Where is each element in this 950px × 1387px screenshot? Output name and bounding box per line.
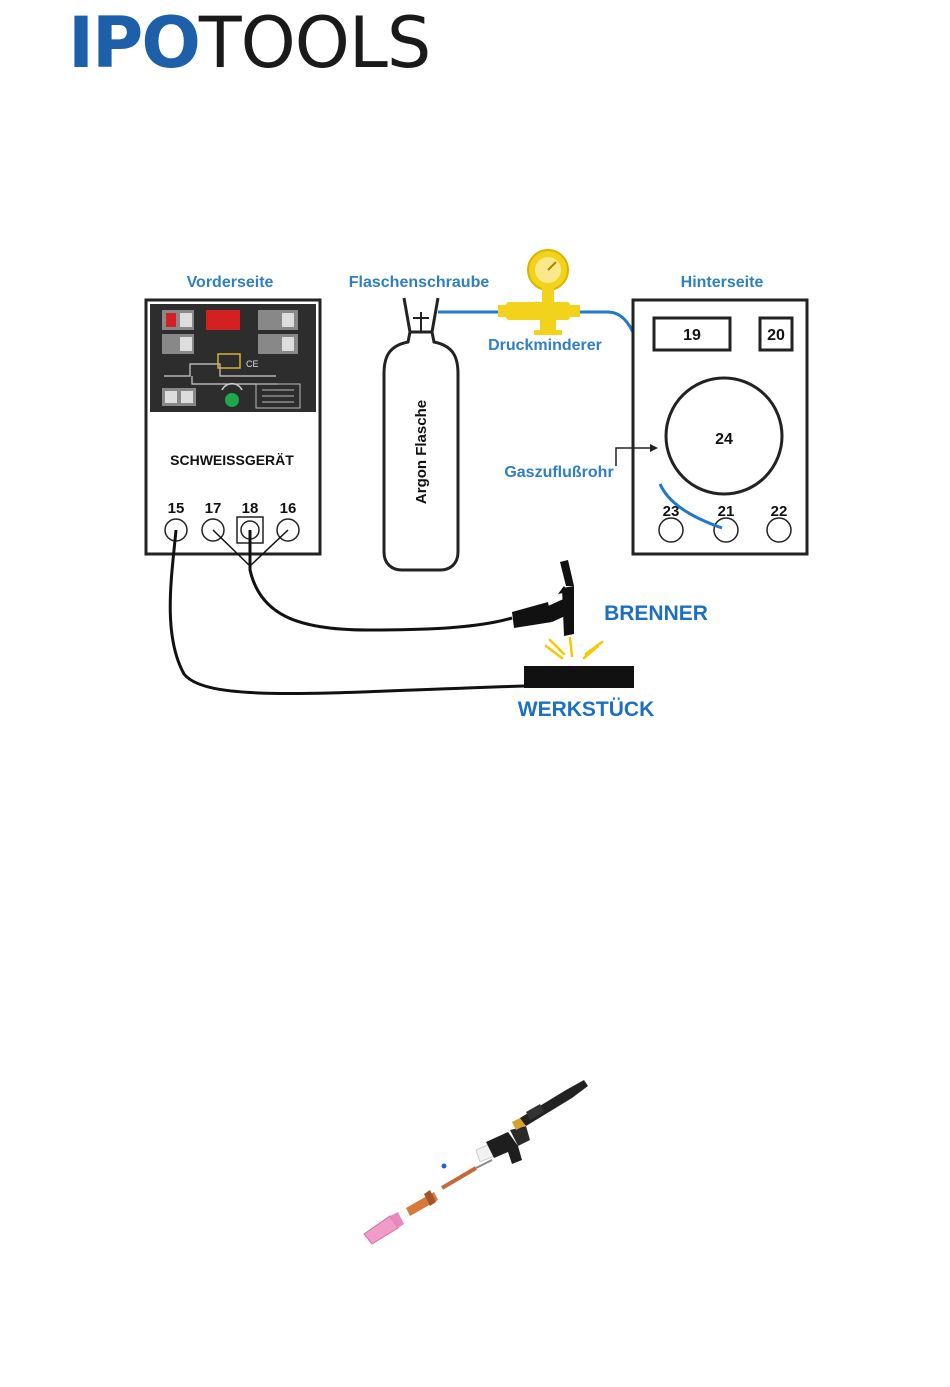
workpiece-block	[524, 666, 634, 688]
back-label: Hinterseite	[681, 274, 764, 291]
collet-icon	[406, 1190, 438, 1216]
regulator-label: Druckminderer	[488, 337, 602, 354]
back-socket-23	[659, 518, 683, 542]
back-socket-22	[767, 518, 791, 542]
terminal-16-label: 16	[280, 500, 297, 517]
workpiece-label: WERKSTÜCK	[518, 698, 655, 721]
back-cap-icon	[520, 1080, 588, 1126]
back-circle-24-label: 24	[715, 431, 733, 448]
argon-bottle: Argon Flasche	[384, 298, 458, 570]
pressure-regulator	[498, 250, 580, 335]
welding-machine-front: CE SCHWEISSGERÄT 15 17 18 16	[146, 300, 320, 554]
welding-machine-back: 19 20 24 23 21 22	[633, 300, 807, 554]
terminal-18-label: 18	[242, 500, 259, 517]
torch-label: BRENNER	[604, 602, 708, 625]
back-box-19-label: 19	[683, 327, 701, 344]
spark-icon	[546, 638, 602, 658]
back-socket-21	[714, 518, 738, 542]
bottle-label: Argon Flasche	[413, 400, 430, 504]
terminal-15-label: 15	[168, 500, 185, 517]
torch-parts-image	[314, 1048, 634, 1268]
torch-head-icon	[486, 1126, 530, 1164]
main-display	[206, 310, 240, 330]
green-knob	[225, 393, 239, 407]
gas-pipe-label: Gaszuflußrohr	[504, 464, 613, 481]
logo-ipo-text: IPO	[68, 8, 199, 78]
terminal-17-label: 17	[205, 500, 222, 517]
front-label: Vorderseite	[187, 274, 274, 291]
connection-diagram: Vorderseite Flaschenschraube Hinterseite…	[128, 234, 822, 740]
svg-text:CE: CE	[246, 359, 259, 369]
back-box-20-label: 20	[767, 327, 785, 344]
logo-tools-text: TOOLS	[199, 8, 430, 78]
ceramic-nozzle-icon	[364, 1212, 404, 1244]
machine-name-label: SCHWEISSGERÄT	[170, 452, 294, 468]
torch-icon	[512, 560, 574, 636]
bottle-screw-label: Flaschenschraube	[349, 274, 490, 291]
electrode-icon	[442, 1160, 493, 1188]
